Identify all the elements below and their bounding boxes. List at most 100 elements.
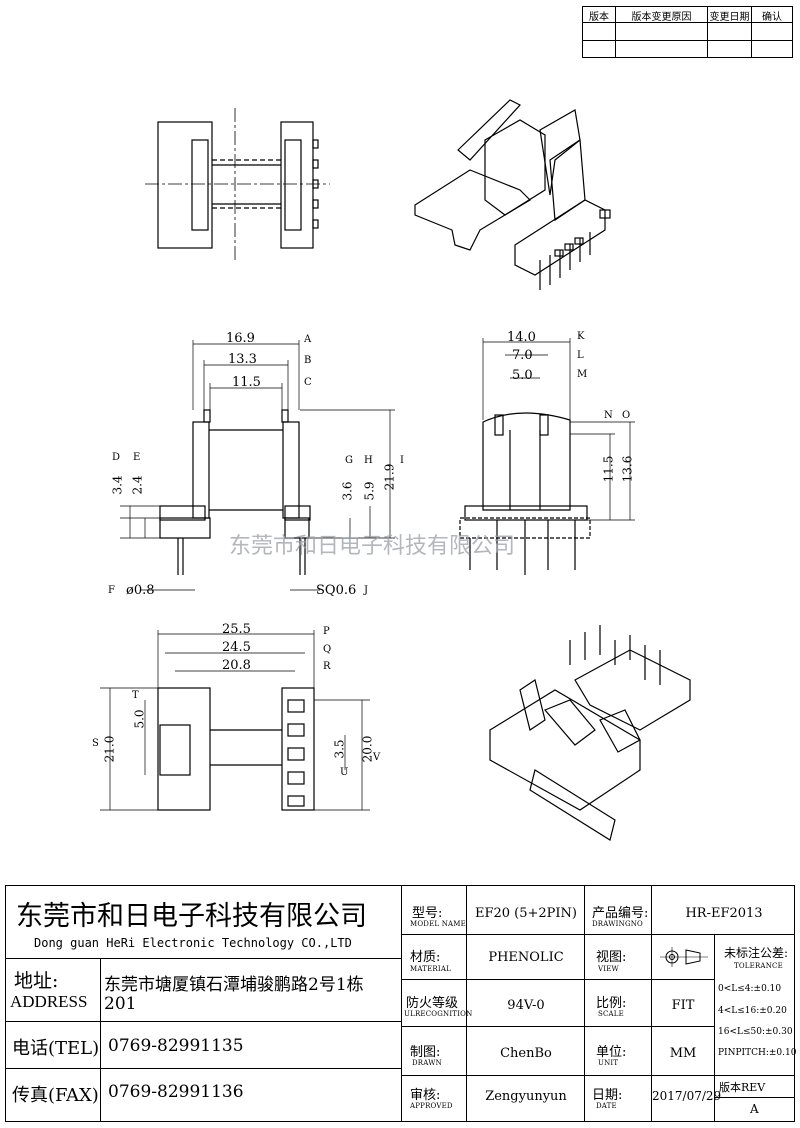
dim-21-0: 21.0 <box>102 735 117 763</box>
dim-pin-diameter: ø0.8 <box>126 583 155 598</box>
scale-value: FIT <box>671 998 695 1013</box>
address-label-en: ADDRESS <box>10 992 88 1011</box>
drawn-label: 制图: <box>410 1045 441 1060</box>
dim-2-4: 2.4 <box>130 475 145 495</box>
view-label: 视图: <box>596 950 627 965</box>
marker-i: I <box>400 455 404 466</box>
dim-3-6: 3.6 <box>340 481 355 501</box>
marker-o: O <box>622 410 631 421</box>
marker-t: T <box>132 690 139 701</box>
marker-q: Q <box>323 644 332 655</box>
dim-3-5: 3.5 <box>332 739 347 759</box>
marker-r: R <box>323 661 331 672</box>
projection-symbol-icon <box>660 947 708 967</box>
dim-24-5: 24.5 <box>222 640 251 655</box>
dim-3-4: 3.4 <box>110 475 125 495</box>
tolerance-row-2: 4<L≤16:±0.20 <box>718 1006 787 1016</box>
material-value: PHENOLIC <box>488 950 564 965</box>
rev-header-version: 版本 <box>589 12 609 23</box>
company-name-cn: 东莞市和日电子科技有限公司 <box>16 901 367 932</box>
unit-label-en: UNIT <box>598 1059 619 1067</box>
watermark: 东莞市和日电子科技有限公司 <box>229 534 516 559</box>
view-label-en: VIEW <box>598 965 619 973</box>
marker-h: H <box>364 455 373 466</box>
drawing-no-value: HR-EF2013 <box>685 906 763 921</box>
tel-number: 0769-82991135 <box>108 1036 244 1056</box>
scale-label-en: SCALE <box>598 1010 624 1018</box>
flame-value: 94V-0 <box>507 998 545 1013</box>
marker-s: S <box>92 738 99 749</box>
marker-a: A <box>304 334 312 345</box>
date-label-en: DATE <box>596 1102 617 1110</box>
marker-b: B <box>304 355 312 366</box>
tolerance-label: 未标注公差: <box>724 946 789 960</box>
isometric-view-2 <box>489 625 691 841</box>
title-block: 东莞市和日电子科技有限公司 Dong guan HeRi Electronic … <box>5 885 797 1122</box>
unit-value: MM <box>669 1046 697 1061</box>
drawn-value: ChenBo <box>500 1046 552 1061</box>
model-label: 型号: <box>412 906 443 921</box>
marker-g: G <box>345 455 353 466</box>
flame-label: 防火等级 <box>406 996 459 1011</box>
rev-header-reason: 版本变更原因 <box>631 12 692 23</box>
marker-n: N <box>604 410 613 421</box>
drawing-no-label: 产品编号: <box>592 906 649 921</box>
scale-label: 比例: <box>596 996 627 1011</box>
tolerance-row-1: 0<L≤4:±0.10 <box>718 984 782 994</box>
approved-label-en: APPROVED <box>410 1102 453 1110</box>
dim-14-0: 14.0 <box>507 330 536 345</box>
dim-sq-pin: SQ0.6 <box>316 583 357 598</box>
dim-20-8: 20.8 <box>222 658 251 673</box>
dim-13-6: 13.6 <box>620 455 635 483</box>
top-view <box>145 108 330 262</box>
material-label: 材质: <box>410 950 441 965</box>
dim-25-5: 25.5 <box>222 622 251 637</box>
model-label-en: MODEL NAME <box>410 920 466 928</box>
dim-16-9: 16.9 <box>226 331 255 346</box>
rev-header-confirm: 确认 <box>762 12 782 23</box>
drawing-no-label-en: DRAWINGNO <box>592 920 643 928</box>
company-name-en: Dong guan HeRi Electronic Technology CO.… <box>34 936 352 950</box>
isometric-view-1 <box>414 99 611 290</box>
marker-v: V <box>373 752 381 763</box>
flame-label-en: ULRECOGNITION <box>404 1010 473 1018</box>
address-label: 地址: <box>14 970 59 992</box>
rev-header-date: 变更日期 <box>709 12 750 23</box>
marker-k: K <box>577 331 585 342</box>
marker-p: P <box>323 626 330 637</box>
dim-13-3: 13.3 <box>228 352 257 367</box>
material-label-en: MATERIAL <box>410 965 451 973</box>
dim-11-5-side: 11.5 <box>601 455 616 483</box>
dim-7-0: 7.0 <box>512 348 533 363</box>
dim-5-0-bottom: 5.0 <box>132 709 147 729</box>
rev-value: A <box>750 1102 759 1116</box>
tel-label: 电话(TEL) <box>12 1038 100 1059</box>
fax-number: 0769-82991136 <box>108 1082 244 1102</box>
technical-drawing <box>100 99 691 841</box>
bottom-view <box>100 630 370 811</box>
dim-11-5: 11.5 <box>232 375 261 390</box>
drawn-label-en: DRAWN <box>412 1059 442 1067</box>
tolerance-label-en: TOLERANCE <box>734 962 783 970</box>
tolerance-row-3: 16<L≤50:±0.30 <box>718 1027 793 1037</box>
front-view <box>120 340 395 591</box>
dim-5-0: 5.0 <box>512 368 533 383</box>
marker-c: C <box>304 377 312 388</box>
marker-m: M <box>577 369 588 380</box>
tolerance-row-4: PINPITCH:±0.10 <box>718 1048 797 1058</box>
approved-label: 审核: <box>410 1088 441 1103</box>
marker-f: F <box>108 585 115 596</box>
rev-label: 版本REV <box>719 1081 766 1094</box>
marker-j: J <box>364 585 369 596</box>
fax-label: 传真(FAX) <box>12 1085 99 1106</box>
address-line-2: 201 <box>104 994 137 1014</box>
marker-u: U <box>340 767 349 778</box>
revision-table: 版本 版本变更原因 变更日期 确认 <box>582 6 793 58</box>
date-label: 日期: <box>592 1088 623 1103</box>
marker-d: D <box>112 452 121 463</box>
marker-e: E <box>133 452 141 463</box>
address-line-1: 东莞市塘厦镇石潭埔骏鹏路2号1栋 <box>104 975 364 995</box>
marker-l: L <box>577 350 584 361</box>
dim-21-9: 21.9 <box>382 463 397 491</box>
side-view <box>459 338 635 575</box>
